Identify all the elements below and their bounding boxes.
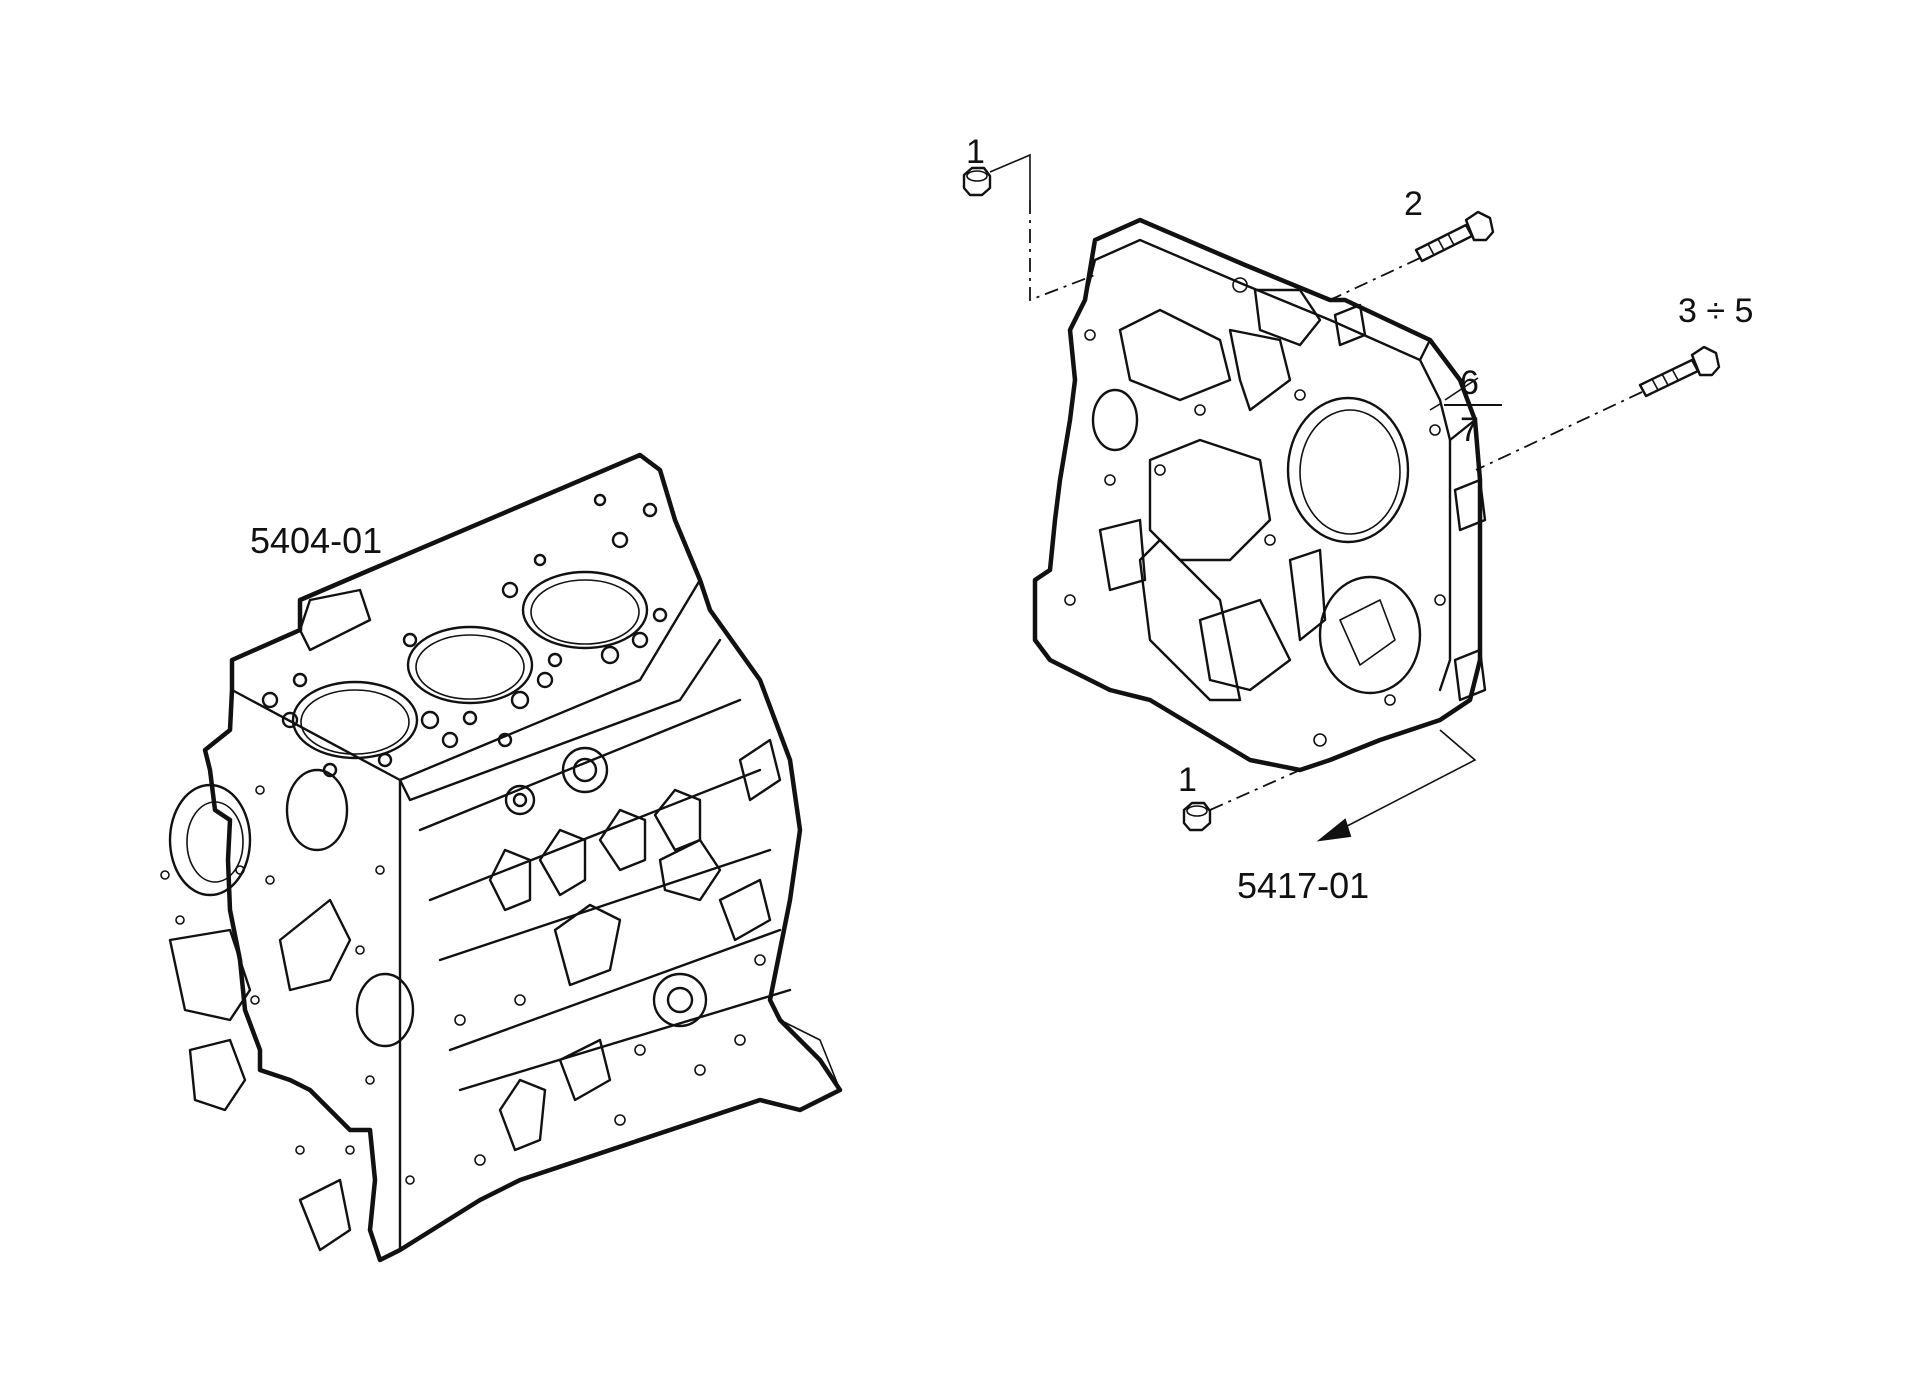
callout-bolt-2: 2 [1404,185,1423,223]
timing-cover-drawing [1032,217,1487,773]
callout-nut-bottom: 1 [1178,761,1197,799]
engine-block-drawing [160,452,843,1263]
cover-ref-label: 5417-01 [1237,865,1369,906]
nut-bottom [1182,801,1212,832]
leader-lines [989,153,1643,842]
callout-bolt-3-5: 3 ÷ 5 [1678,292,1753,330]
callout-7: 7 [1460,411,1479,449]
nut-top [962,166,992,197]
callout-6: 6 [1460,364,1479,402]
bolt-2 [1414,210,1495,263]
bolt-3-5 [1638,345,1721,398]
block-ref-label: 5404-01 [250,520,382,561]
callout-nut-top: 1 [966,133,985,171]
